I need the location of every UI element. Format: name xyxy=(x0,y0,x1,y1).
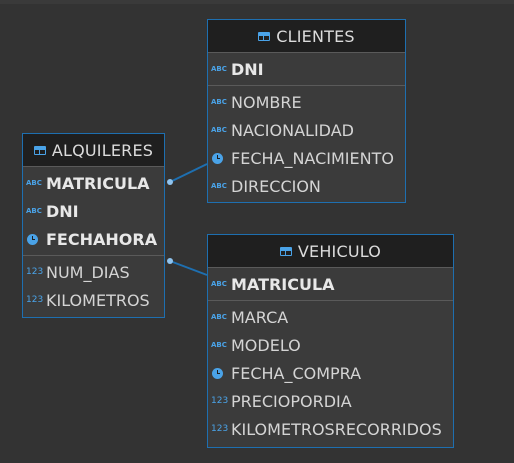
column-row[interactable]: ABC MATRICULA xyxy=(208,270,453,298)
entity-header[interactable]: VEHICULO xyxy=(208,235,453,268)
column-name: KILOMETROSRECORRIDOS xyxy=(231,419,442,439)
canvas-top-edge xyxy=(0,0,514,4)
numeric-icon-text: 123 xyxy=(26,295,44,305)
column-row[interactable]: ABC NACIONALIDAD xyxy=(208,116,405,144)
key-section: ABC DNI xyxy=(208,53,405,85)
abc-icon: ABC xyxy=(211,313,230,321)
column-row[interactable]: FECHA_COMPRA xyxy=(208,359,453,387)
entity-header[interactable]: ALQUILERES xyxy=(23,134,164,167)
clock-icon xyxy=(26,233,45,245)
column-name: FECHAHORA xyxy=(46,229,158,249)
column-row[interactable]: FECHAHORA xyxy=(23,225,164,253)
entity-title: ALQUILERES xyxy=(51,140,154,160)
column-row[interactable]: ABC NOMBRE xyxy=(208,88,405,116)
column-name: MATRICULA xyxy=(46,173,150,193)
column-row[interactable]: 123 KILOMETROS xyxy=(23,286,164,314)
column-row[interactable]: ABC DNI xyxy=(23,197,164,225)
abc-icon-text: ABC xyxy=(26,207,42,215)
abc-icon-text: ABC xyxy=(211,182,227,190)
column-row[interactable]: ABC DNI xyxy=(208,55,405,83)
abc-icon: ABC xyxy=(26,207,45,215)
abc-icon-text: ABC xyxy=(211,126,227,134)
entity-alquileres[interactable]: ALQUILERES ABC MATRICULA ABC DNI FECHAHO… xyxy=(22,133,165,318)
attribute-section: ABC NOMBRE ABC NACIONALIDAD FECHA_NACIMI… xyxy=(208,85,405,202)
clock-icon xyxy=(211,367,230,379)
column-row[interactable]: ABC MATRICULA xyxy=(23,169,164,197)
numeric-icon-text: 123 xyxy=(211,424,229,434)
table-icon xyxy=(279,246,292,256)
abc-icon: ABC xyxy=(211,341,230,349)
abc-icon: ABC xyxy=(211,65,230,73)
abc-icon-text: ABC xyxy=(211,313,227,321)
column-row[interactable]: 123 KILOMETROSRECORRIDOS xyxy=(208,415,453,443)
column-row[interactable]: 123 NUM_DIAS xyxy=(23,258,164,286)
column-row[interactable]: 123 PRECIOPORDIA xyxy=(208,387,453,415)
abc-icon-text: ABC xyxy=(211,280,227,288)
column-row[interactable]: ABC MODELO xyxy=(208,331,453,359)
column-name: NACIONALIDAD xyxy=(231,120,354,140)
table-icon xyxy=(258,31,271,41)
abc-icon: ABC xyxy=(26,179,45,187)
clock-icon xyxy=(211,152,230,164)
numeric-icon: 123 xyxy=(211,396,230,406)
column-name: MARCA xyxy=(231,307,289,327)
numeric-icon-text: 123 xyxy=(26,267,44,277)
column-name: MATRICULA xyxy=(231,274,335,294)
abc-icon-text: ABC xyxy=(211,65,227,73)
relationship-alquileres-clientes-dot xyxy=(167,179,173,185)
numeric-icon: 123 xyxy=(26,267,45,277)
abc-icon: ABC xyxy=(211,182,230,190)
attribute-section: 123 NUM_DIAS 123 KILOMETROS xyxy=(23,255,164,316)
column-name: NUM_DIAS xyxy=(46,262,130,282)
attribute-section: ABC MARCA ABC MODELO FECHA_COMPRA 123 PR… xyxy=(208,300,453,445)
abc-icon: ABC xyxy=(211,280,230,288)
numeric-icon-text: 123 xyxy=(211,396,229,406)
relationship-alquileres-vehiculo-dot xyxy=(167,258,173,264)
abc-icon: ABC xyxy=(211,126,230,134)
column-name: PRECIOPORDIA xyxy=(231,391,352,411)
key-section: ABC MATRICULA ABC DNI FECHAHORA xyxy=(23,167,164,255)
entity-title: CLIENTES xyxy=(276,26,355,46)
column-name: DIRECCION xyxy=(231,176,321,196)
column-name: KILOMETROS xyxy=(46,290,150,310)
key-section: ABC MATRICULA xyxy=(208,268,453,300)
column-name: FECHA_NACIMIENTO xyxy=(231,148,394,168)
abc-icon-text: ABC xyxy=(211,98,227,106)
entity-header[interactable]: CLIENTES xyxy=(208,20,405,53)
column-name: DNI xyxy=(46,201,79,221)
column-row[interactable]: ABC DIRECCION xyxy=(208,172,405,200)
abc-icon-text: ABC xyxy=(211,341,227,349)
abc-icon: ABC xyxy=(211,98,230,106)
column-row[interactable]: FECHA_NACIMIENTO xyxy=(208,144,405,172)
column-name: NOMBRE xyxy=(231,92,302,112)
numeric-icon: 123 xyxy=(26,295,45,305)
entity-title: VEHICULO xyxy=(297,241,382,261)
column-row[interactable]: ABC MARCA xyxy=(208,303,453,331)
table-icon xyxy=(33,145,46,155)
relationship-alquileres-clientes[interactable] xyxy=(169,163,208,183)
entity-clientes[interactable]: CLIENTES ABC DNI ABC NOMBRE ABC NACIONAL… xyxy=(207,19,406,203)
relationship-alquileres-vehiculo[interactable] xyxy=(169,260,208,276)
column-name: DNI xyxy=(231,59,264,79)
abc-icon-text: ABC xyxy=(26,179,42,187)
column-name: MODELO xyxy=(231,335,301,355)
column-name: FECHA_COMPRA xyxy=(231,363,362,383)
entity-vehiculo[interactable]: VEHICULO ABC MATRICULA ABC MARCA ABC MOD… xyxy=(207,234,454,448)
numeric-icon: 123 xyxy=(211,424,230,434)
